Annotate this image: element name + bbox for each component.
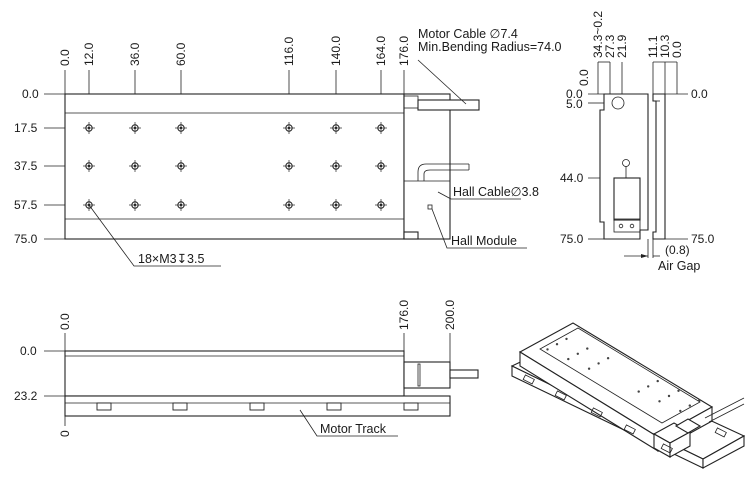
side-view: 0.0 34.3~0.2 27.3 21.9 11.1 10.3 0.0 0.0… <box>560 11 715 273</box>
dim-side-left-5: 5.0 <box>566 97 583 111</box>
track-tooth <box>326 402 342 411</box>
hall-cable-label: Hall Cable∅3.8 <box>453 185 539 199</box>
dim-side-27-3: 27.3 <box>603 34 617 58</box>
dim-side-right-0: 0.0 <box>691 87 708 101</box>
iso-hole <box>698 399 701 402</box>
dim-side-right-75: 75.0 <box>691 232 715 246</box>
iso-hole <box>637 390 640 393</box>
dim-side-34-3: 34.3~0.2 <box>591 11 605 58</box>
dim-side-left-0: 0.0 <box>566 87 583 101</box>
front-view: 0.0 176.0 200.0 0.0 23.2 0 Motor Track <box>14 300 479 437</box>
track-tooth <box>403 402 419 411</box>
dim-x-164: 164.0 <box>374 36 388 66</box>
iso-hole <box>667 394 671 398</box>
connector-circle <box>611 96 625 110</box>
iso-hole <box>647 385 650 388</box>
front-motor-block <box>403 361 451 389</box>
dim-front-x-200: 200.0 <box>443 300 457 330</box>
stage-top-outline <box>64 93 405 240</box>
holes-spec-label: 18×M3↧3.5 <box>138 252 204 266</box>
iso-hole <box>597 362 600 365</box>
mounting-holes <box>83 122 387 211</box>
iso-hole <box>679 409 682 413</box>
iso-hole <box>546 348 549 351</box>
track-tooth <box>96 402 112 411</box>
motor-cable-label: Motor Cable ∅7.4 <box>418 27 518 41</box>
dim-y-17-5: 17.5 <box>14 121 38 135</box>
iso-hole <box>576 352 579 355</box>
dim-front-y-0: 0.0 <box>20 344 37 358</box>
dim-x-0: 0.0 <box>58 49 72 66</box>
iso-hole <box>688 404 691 407</box>
dim-y-37-5: 37.5 <box>14 159 38 173</box>
dim-side-11-1: 11.1 <box>646 35 660 58</box>
hall-sensor <box>613 177 641 221</box>
dim-x-140: 140.0 <box>329 36 343 66</box>
dim-side-top-0b: 0.0 <box>670 41 684 58</box>
dim-x-176: 176.0 <box>397 36 411 66</box>
iso-hole <box>587 367 591 370</box>
min-bending-radius-label: Min.Bending Radius=74.0 <box>418 40 562 54</box>
track-tooth <box>172 402 188 411</box>
track-profile <box>652 93 666 240</box>
dim-x-36: 36.0 <box>128 42 142 66</box>
motor-block <box>403 93 451 240</box>
dim-y-57-5: 57.5 <box>14 198 38 212</box>
iso-hole <box>567 357 570 361</box>
dim-y-75: 75.0 <box>14 232 38 246</box>
iso-hole <box>656 379 659 383</box>
air-gap-value: (0.8) <box>665 243 690 257</box>
dim-side-top-0: 0.0 <box>577 69 591 86</box>
top-view: 0.0 12.0 36.0 60.0 116.0 140.0 164.0 176… <box>14 27 562 267</box>
dim-side-left-44: 44.0 <box>560 171 584 185</box>
iso-hole <box>658 400 661 403</box>
dim-y-0: 0.0 <box>22 87 39 101</box>
dim-side-21-9: 21.9 <box>615 34 629 58</box>
stage-front-outline <box>64 350 405 397</box>
dim-front-bottom-0: 0 <box>58 430 72 437</box>
air-gap-label: Air Gap <box>658 259 700 273</box>
motor-track-label: Motor Track <box>320 422 387 436</box>
iso-hole <box>555 343 559 346</box>
iso-hole <box>606 357 610 360</box>
iso-hole <box>586 347 589 350</box>
dim-side-10-3: 10.3 <box>658 34 672 58</box>
dim-x-116: 116.0 <box>282 37 296 66</box>
iso-hole <box>677 389 680 392</box>
dim-front-y-23-2: 23.2 <box>14 389 38 403</box>
dim-side-left-75: 75.0 <box>560 232 584 246</box>
isometric-view <box>510 322 745 469</box>
iso-hole <box>565 337 568 341</box>
dim-front-x-176: 176.0 <box>397 300 411 330</box>
dim-x-60: 60.0 <box>174 42 188 66</box>
hall-module-label: Hall Module <box>451 234 517 248</box>
track-tooth <box>249 402 265 411</box>
dim-front-x-0: 0.0 <box>58 313 72 330</box>
dim-x-12: 12.0 <box>82 42 96 66</box>
motor-cable <box>417 99 480 111</box>
